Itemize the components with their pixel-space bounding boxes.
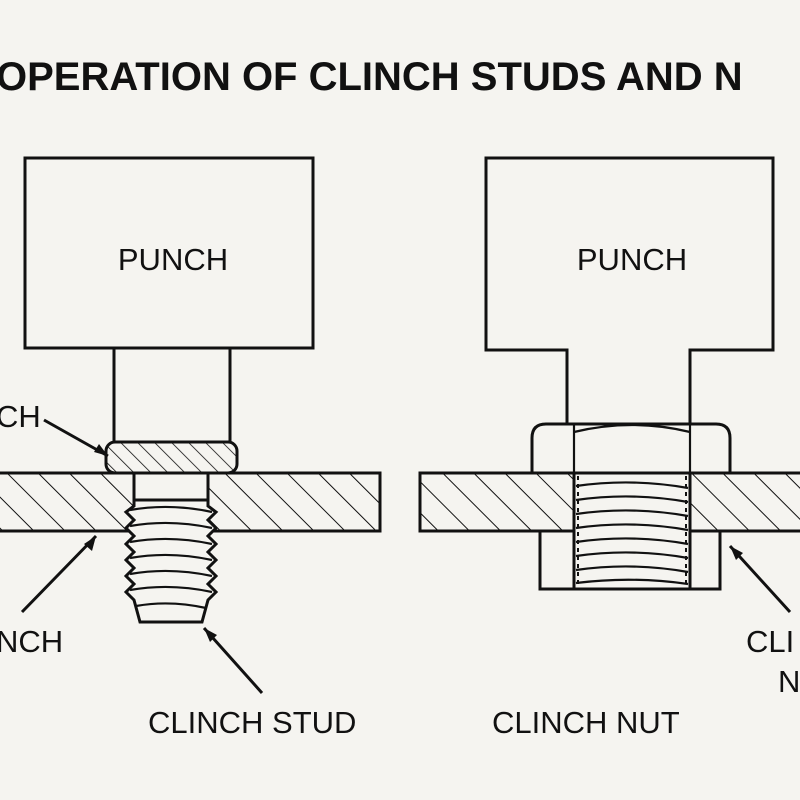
nut-hex-chamfer: [573, 423, 691, 434]
left-lower-callout: NCH: [0, 624, 63, 659]
left-lower-leader: [20, 534, 98, 614]
left-upper-callout: CH: [0, 399, 41, 434]
stud-head: [104, 440, 239, 475]
right-punch: [484, 156, 775, 426]
stud-threaded-shank: [123, 498, 219, 624]
nut-bore-walls: [577, 476, 687, 587]
right-part-label: CLINCH NUT: [492, 705, 680, 740]
right-side-leader: [728, 544, 792, 614]
diagram-title: OPERATION OF CLINCH STUDS AND N: [0, 55, 743, 99]
left-part-leader: [202, 627, 264, 694]
right-side-callout-line1: CLI: [746, 624, 794, 659]
left-part-label: CLINCH STUD: [148, 705, 356, 740]
right-punch-label: PUNCH: [577, 242, 687, 277]
nut-hex-collar: [530, 422, 732, 475]
left-punch-body: [23, 156, 315, 350]
right-side-arrowhead: [730, 546, 743, 560]
nut-thread-lines: [575, 481, 689, 586]
left-punch-label: PUNCH: [118, 242, 228, 277]
left-upper-arrowhead: [94, 444, 108, 456]
left-lower-arrowhead: [84, 536, 96, 551]
left-assembly: PUNCH CH NCH CLINCH STUD: [0, 156, 382, 740]
left-part-arrowhead: [204, 628, 217, 642]
right-side-callout-line2: N: [778, 664, 800, 699]
nut-threaded-bore: [572, 471, 692, 591]
right-assembly: PUNCH CLINCH NUT CLI N: [418, 156, 800, 740]
stud-thread-lines: [129, 505, 213, 610]
left-punch-shank: [112, 346, 232, 444]
